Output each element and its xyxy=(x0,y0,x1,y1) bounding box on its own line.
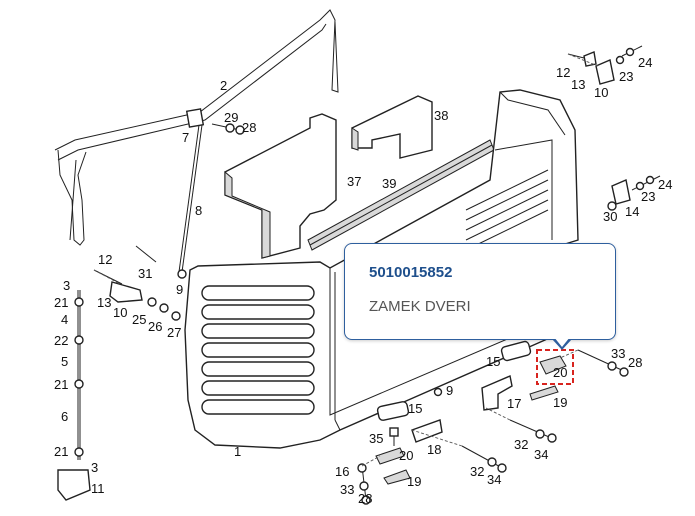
bolt-part-32-34-right[interactable] xyxy=(509,419,557,443)
bolt-part-33-28-right[interactable] xyxy=(577,349,629,377)
insulation-part-37[interactable] xyxy=(224,113,337,259)
callout-28: 28 xyxy=(242,120,256,135)
callout-32-lower: 32 xyxy=(470,464,484,479)
callout-labels: 2 7 29 28 8 37 38 39 12 31 9 3 21 13 10 … xyxy=(54,55,672,506)
tooltip-pointer xyxy=(552,337,572,350)
callout-20-highlighted: 20 xyxy=(553,365,567,380)
callout-10-right: 10 xyxy=(594,85,608,100)
callout-20-lower: 20 xyxy=(399,448,413,463)
callout-23-top: 23 xyxy=(619,69,633,84)
grille-slats xyxy=(201,285,315,415)
callout-29: 29 xyxy=(224,110,238,125)
insulation-part-38[interactable] xyxy=(351,95,433,159)
callout-28-right: 28 xyxy=(628,355,642,370)
callout-21-mid: 21 xyxy=(54,377,68,392)
callout-7: 7 xyxy=(182,130,189,145)
callout-19-right: 19 xyxy=(553,395,567,410)
callout-28-lower: 28 xyxy=(358,491,372,506)
callout-37: 37 xyxy=(347,174,361,189)
callout-34-lower: 34 xyxy=(487,472,501,487)
tooltip-part-number[interactable]: 5010015852 xyxy=(369,264,453,281)
callout-4: 4 xyxy=(61,312,68,327)
callout-24-top: 24 xyxy=(638,55,652,70)
callout-9-left: 9 xyxy=(176,282,183,297)
callout-9-mid: 9 xyxy=(446,383,453,398)
callout-15-lower: 15 xyxy=(408,401,422,416)
callout-15-upper: 15 xyxy=(486,354,500,369)
callout-1: 1 xyxy=(234,444,241,459)
linkage-rod-assembly[interactable] xyxy=(57,290,91,501)
bolt-part-35[interactable] xyxy=(389,427,399,446)
callout-25: 25 xyxy=(132,312,146,327)
bracket-part-14[interactable] xyxy=(607,175,661,211)
callout-39: 39 xyxy=(382,176,396,191)
callout-30: 30 xyxy=(603,209,617,224)
callout-31: 31 xyxy=(138,266,152,281)
callout-17: 17 xyxy=(507,396,521,411)
frame-part-2[interactable] xyxy=(54,9,339,246)
callout-12-right: 12 xyxy=(556,65,570,80)
callout-10-left: 10 xyxy=(113,305,127,320)
hinge-part-15-upper[interactable] xyxy=(500,340,532,362)
callout-5: 5 xyxy=(61,354,68,369)
callout-27: 27 xyxy=(167,325,181,340)
callout-32-right: 32 xyxy=(514,437,528,452)
callout-8: 8 xyxy=(195,203,202,218)
part-20-lower[interactable] xyxy=(375,447,405,465)
bracket-part-17[interactable] xyxy=(481,375,513,411)
callout-34-right: 34 xyxy=(534,447,548,462)
callout-24-mid: 24 xyxy=(658,177,672,192)
callout-38: 38 xyxy=(434,108,448,123)
part-19-right[interactable] xyxy=(529,385,559,401)
callout-6: 6 xyxy=(61,409,68,424)
callout-12-left: 12 xyxy=(98,252,112,267)
callout-22: 22 xyxy=(54,333,68,348)
leader-lines xyxy=(93,53,599,467)
callout-3-bottom: 3 xyxy=(91,460,98,475)
callout-33-lower: 33 xyxy=(340,482,354,497)
hinge-part-15-lower[interactable] xyxy=(376,401,410,421)
callout-33-right: 33 xyxy=(611,346,625,361)
callout-21-top: 21 xyxy=(54,295,68,310)
clip-part-9[interactable] xyxy=(433,387,443,397)
bracket-part-18[interactable] xyxy=(411,419,443,443)
callout-35: 35 xyxy=(369,431,383,446)
bolt-part-16-33-28[interactable] xyxy=(357,463,371,505)
callout-26: 26 xyxy=(148,319,162,334)
callout-13-left: 13 xyxy=(97,295,111,310)
lock-part-20-highlighted[interactable] xyxy=(536,349,574,385)
callout-3-top: 3 xyxy=(63,278,70,293)
callout-11: 11 xyxy=(91,481,105,496)
callout-21-bottom: 21 xyxy=(54,444,68,459)
tooltip-part-description: ZAMEK DVERI xyxy=(369,298,471,315)
callout-14: 14 xyxy=(625,204,639,219)
bolt-part-32-34-lower[interactable] xyxy=(461,445,507,473)
callout-13-right: 13 xyxy=(571,77,585,92)
callout-18: 18 xyxy=(427,442,441,457)
bolt-part-29-28[interactable] xyxy=(211,123,245,135)
gas-strut-part-8[interactable] xyxy=(178,108,205,273)
hinge-bracket-part-10-13[interactable] xyxy=(93,245,187,321)
part-tooltip: 5010015852 ZAMEK DVERI xyxy=(344,243,616,350)
part-19-lower[interactable] xyxy=(383,469,411,485)
bracket-part-10-upper[interactable] xyxy=(567,45,643,85)
callout-2: 2 xyxy=(220,78,227,93)
callout-19-lower: 19 xyxy=(407,474,421,489)
callout-16: 16 xyxy=(335,464,349,479)
callout-23-mid: 23 xyxy=(641,189,655,204)
